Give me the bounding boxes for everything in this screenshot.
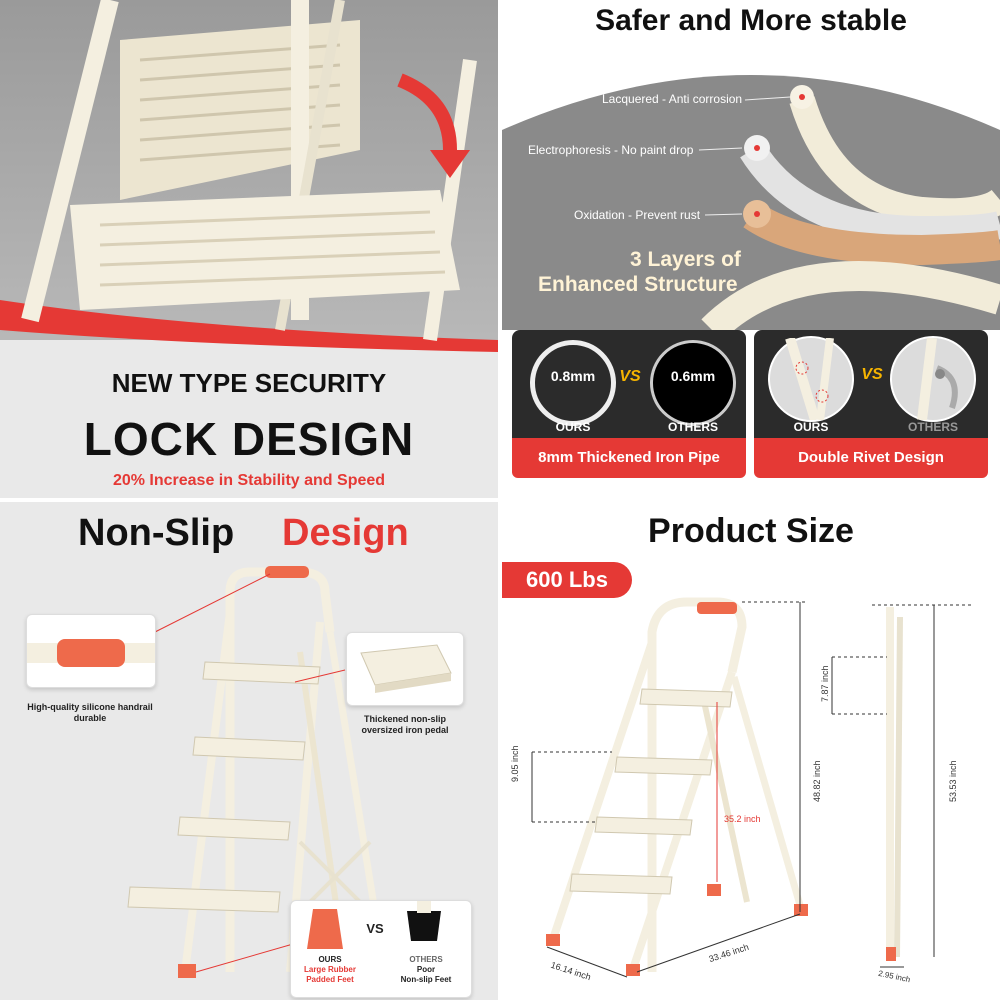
non-slip-title-part2: Design (282, 512, 409, 554)
lock-heading-line1: NEW TYPE SECURITY (111, 368, 387, 398)
lock-subheading: 20% Increase in Stability and Speed (112, 472, 386, 489)
pipe-caption: 8mm Thickened Iron Pipe (512, 438, 746, 478)
ours-pipe-ring (530, 340, 616, 426)
pedal-caption-line1: Thickened non-slip (363, 714, 446, 724)
ours-pipe-value: 0.8mm (550, 368, 596, 384)
non-slip-panel: Non-Slip Design High-quality silicone ha… (0, 502, 498, 1000)
ours-rivet-label: OURS (793, 420, 829, 434)
vs-rivet: VS (861, 366, 883, 383)
lock-heading-line2: LOCK DESIGN (83, 413, 415, 465)
ours-pipe-label: OURS (555, 420, 591, 434)
structure-panel: Safer and More stable Lacquered - Anti c… (502, 0, 1000, 498)
lock-design-panel: NEW TYPE SECURITY LOCK DESIGN 20% Increa… (0, 0, 498, 498)
rivet-card: VS OURS OTHERS Double Rivet Design (754, 330, 988, 478)
ours-feet-desc-line2: Padded Feet (306, 975, 354, 984)
product-size-title: Product Size (648, 512, 854, 550)
ours-rivet-photo (768, 336, 854, 422)
ours-feet-desc-line1: Large Rubber (303, 965, 356, 974)
others-rivet-photo (890, 336, 976, 422)
others-pipe-ring (650, 340, 736, 426)
product-size-panel: Product Size 600 Lbs (502, 502, 1000, 1000)
pedal-caption-line2: oversized iron pedal (361, 725, 449, 735)
handrail-caption-line1: High-quality silicone handrail (27, 702, 153, 712)
dim-top-step-gap: 7.87 inch (820, 665, 830, 702)
size-diagram (531, 597, 972, 978)
dim-step-gap: 9.05 inch (510, 745, 520, 782)
others-feet-desc-line2: Non-slip Feet (400, 975, 452, 984)
others-pipe-value: 0.6mm (670, 368, 716, 384)
others-feet-desc-line1: Poor (416, 965, 436, 974)
load-capacity-badge: 600 Lbs (502, 562, 632, 598)
rivet-caption: Double Rivet Design (754, 438, 988, 478)
others-feet-label: OTHERS (409, 955, 443, 964)
feet-comparison-card: VS OURS Large Rubber Padded Feet OTHERS … (290, 900, 472, 998)
others-rivet-label: OTHERS (907, 420, 958, 434)
layer-label-oxidation: Oxidation - Prevent rust (574, 208, 701, 222)
layer-label-electrophoresis: Electrophoresis - No paint drop (528, 143, 694, 157)
dim-platform-height: 35.2 inch (724, 814, 761, 824)
handrail-detail-card (26, 614, 156, 688)
vs-feet: VS (366, 921, 384, 936)
ours-feet-label: OURS (318, 955, 342, 964)
layers-headline-line2: Enhanced Structure (538, 273, 738, 296)
layers-headline-line1: 3 Layers of (630, 248, 741, 271)
dim-total-height: 48.82 inch (812, 760, 822, 802)
dim-folded-height: 53.53 inch (948, 760, 958, 802)
pipe-layers-illustration (502, 75, 1000, 341)
pedal-detail-card (346, 632, 464, 706)
pipe-thickness-card: 0.8mm VS 0.6mm OURS OTHERS 8mm Thickened… (512, 330, 746, 478)
others-pipe-label: OTHERS (667, 420, 718, 434)
non-slip-title-part1: Non-Slip (78, 512, 235, 554)
lock-photo-illustration (0, 0, 498, 352)
vs-pipe: VS (619, 368, 641, 385)
handrail-caption-line2: durable (73, 713, 107, 723)
structure-title: Safer and More stable (595, 4, 907, 37)
layer-label-lacquered: Lacquered - Anti corrosion (602, 92, 743, 106)
